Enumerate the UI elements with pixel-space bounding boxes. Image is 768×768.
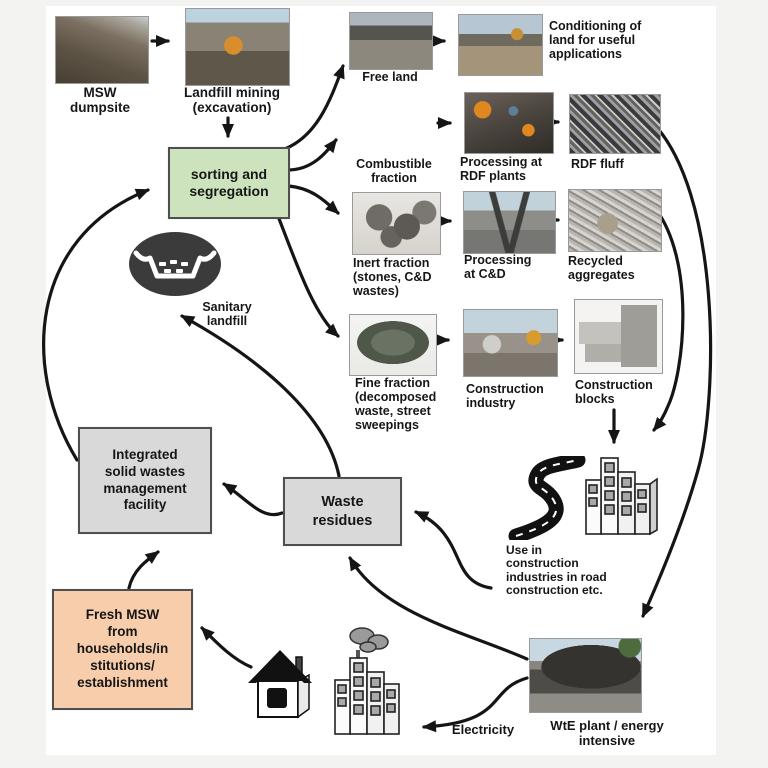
arrow-facility-to-sorting [42,188,150,462]
label-recycled-aggregates: Recycled aggregates [568,254,635,282]
arrow-useconstruction-to-residues [414,510,493,590]
arrow-recycled-to-buildings [652,206,685,432]
photo-rdf-plant [464,92,554,154]
label-wte-plant: WtE plant / energy intensive [550,718,664,748]
photo-landfill-mining [185,8,290,86]
house-icon [248,650,312,719]
label-rdf-plants: Processing at RDF plants [460,155,542,183]
photo-construction-blocks [574,299,663,374]
label-conditioning: Conditioning of land for useful applicat… [549,19,642,61]
arrow-rdffluff-to-wte [641,118,713,618]
photo-rdf-fluff [569,94,661,154]
photo-cnd-processing [463,191,556,254]
label-sanitary-landfill: Sanitary landfill [202,300,252,328]
arrow-house-to-freshmsw [200,626,253,669]
arrow-wte-to-residues [348,556,529,661]
arrow-sorting-to-freeland [280,64,345,152]
city-smoke-icon [334,627,400,735]
sanitary-landfill-icon [129,232,221,296]
photo-recycled-aggregates [568,189,662,252]
label-inert-fraction: Inert fraction (stones, C&D wastes) [353,256,432,298]
arrow-freshmsw-to-facility [127,550,160,590]
label-cnd-processing: Processing at C&D [464,253,532,281]
node-fresh-msw: Fresh MSW from households/in stitutions/… [52,589,193,710]
left-margin [0,0,46,768]
arrow-sorting-to-fine [276,214,340,338]
node-integrated-facility: Integrated solid wastes management facil… [78,427,212,534]
label-use-construction: Use in construction industries in road c… [506,543,607,598]
arrow-residues-to-sanitary [180,314,341,478]
label-fine-fraction: Fine fraction (decomposed waste, street … [355,376,437,432]
label-electricity: Electricity [451,722,515,737]
bottom-margin [0,755,768,768]
node-waste-residues: Waste residues [283,477,402,546]
label-msw-dumpsite: MSW dumpsite [69,85,130,116]
label-construction-blocks: Construction blocks [575,378,653,406]
label-construction-industry: Construction industry [466,382,544,410]
right-margin [716,0,768,768]
arrow-wte-electricity-to-city [422,676,529,733]
photo-fine-fraction [349,314,437,376]
top-margin [0,0,768,6]
arrow-sorting-to-combustible [286,138,338,172]
arrow-residues-to-facility [222,482,284,517]
buildings-icon [585,457,658,536]
label-rdf-fluff: RDF fluff [571,157,624,171]
photo-free-land [349,12,433,70]
photo-msw-dumpsite [55,16,149,84]
road-icon [508,456,586,540]
photo-land-conditioning [458,14,543,76]
photo-construction-industry [463,309,558,377]
photo-wte-plant [529,638,642,713]
label-free-land: Free land [362,70,418,84]
label-landfill-mining: Landfill mining (excavation) [184,85,280,116]
label-combustible-fraction: Combustible fraction [356,157,432,185]
node-sorting-segregation: sorting and segregation [168,147,290,219]
photo-inert-fraction [352,192,441,255]
arrow-sorting-to-inert [286,184,340,215]
